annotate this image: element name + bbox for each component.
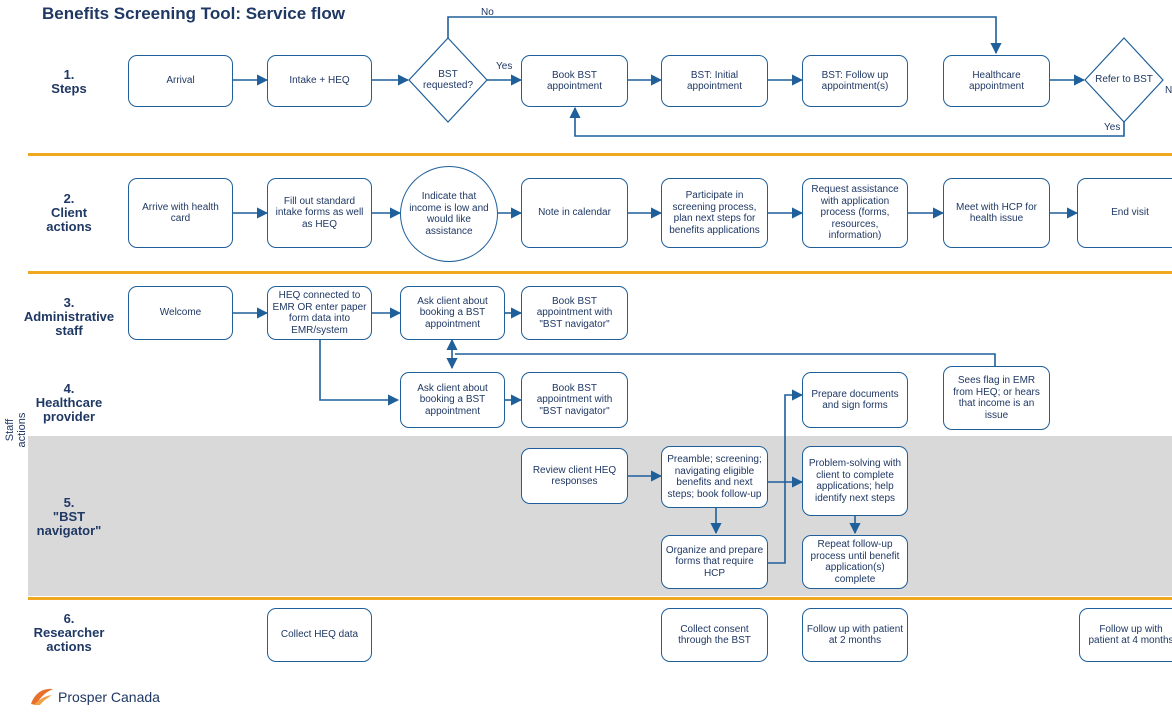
- client-fill-forms: Fill out standard intake forms as well a…: [267, 178, 372, 248]
- lane-divider: [28, 153, 1172, 156]
- nav-repeat-followup: Repeat follow-up process until benefit a…: [802, 535, 908, 589]
- research-followup-2-months: Follow up with patient at 2 months: [802, 608, 908, 662]
- nav-review-heq: Review client HEQ responses: [521, 448, 628, 504]
- decision-refer-bst: Refer to BST: [1095, 74, 1153, 86]
- edge-label-no: No: [481, 7, 494, 18]
- step-healthcare-appointment: Healthcare appointment: [943, 55, 1050, 107]
- client-arrive: Arrive with health card: [128, 178, 233, 248]
- hcp-sees-flag: Sees flag in EMR from HEQ; or hears that…: [943, 366, 1050, 430]
- lane-label-researcher: 6. Researcher actions: [33, 611, 105, 654]
- decision-bst-requested: BST requested?: [422, 68, 474, 92]
- step-intake: Intake + HEQ: [267, 55, 372, 107]
- admin-welcome: Welcome: [128, 286, 233, 340]
- lane-label-hcp: 4. Healthcare provider: [35, 381, 103, 424]
- edge-label-yes: Yes: [496, 61, 513, 72]
- research-followup-4-months: Follow up with patient at 4 months: [1079, 608, 1172, 662]
- admin-heq-emr: HEQ connected to EMR OR enter paper form…: [267, 286, 372, 340]
- hcp-book-bst: Book BST appointment with "BST navigator…: [521, 372, 628, 428]
- admin-ask-client: Ask client about booking a BST appointme…: [400, 286, 505, 340]
- page-title: Benefits Screening Tool: Service flow: [42, 4, 345, 23]
- prosper-canada-logo: Prosper Canada: [30, 688, 160, 706]
- lane-label-admin: 3. Administrative staff: [23, 295, 115, 338]
- step-followup-appointment: BST: Follow up appointment(s): [802, 55, 908, 107]
- logo-text: Prosper Canada: [58, 689, 160, 705]
- admin-book-bst: Book BST appointment with "BST navigator…: [521, 286, 628, 340]
- edge-label-yes: Yes: [1104, 122, 1121, 133]
- edge-label-no: No: [1165, 85, 1172, 96]
- nav-problem-solving: Problem-solving with client to complete …: [802, 446, 908, 516]
- hcp-prepare-documents: Prepare documents and sign forms: [802, 372, 908, 428]
- client-request-assistance: Request assistance with application proc…: [802, 178, 908, 248]
- step-arrival: Arrival: [128, 55, 233, 107]
- step-book-bst: Book BST appointment: [521, 55, 628, 107]
- nav-organize-forms: Organize and prepare forms that require …: [661, 535, 768, 589]
- lane-label-steps: 1. Steps: [51, 67, 87, 96]
- nav-preamble-screening: Preamble; screening; navigating eligible…: [661, 446, 768, 508]
- client-indicate-income: Indicate that income is low and would li…: [400, 166, 498, 262]
- step-initial-appointment: BST: Initial appointment: [661, 55, 768, 107]
- client-meet-hcp: Meet with HCP for health issue: [943, 178, 1050, 248]
- lane-label-navigator: 5. "BST navigator": [36, 495, 102, 538]
- client-note-calendar: Note in calendar: [521, 178, 628, 248]
- lane-label-client: 2. Client actions: [46, 191, 92, 234]
- lane-divider: [28, 271, 1172, 274]
- client-end-visit: End visit: [1077, 178, 1172, 248]
- research-collect-heq: Collect HEQ data: [267, 608, 372, 662]
- hcp-ask-client: Ask client about booking a BST appointme…: [400, 372, 505, 428]
- lane-divider: [28, 597, 1172, 600]
- research-collect-consent: Collect consent through the BST: [661, 608, 768, 662]
- client-participate: Participate in screening process, plan n…: [661, 178, 768, 248]
- prosper-canada-leaf-icon: [31, 688, 53, 705]
